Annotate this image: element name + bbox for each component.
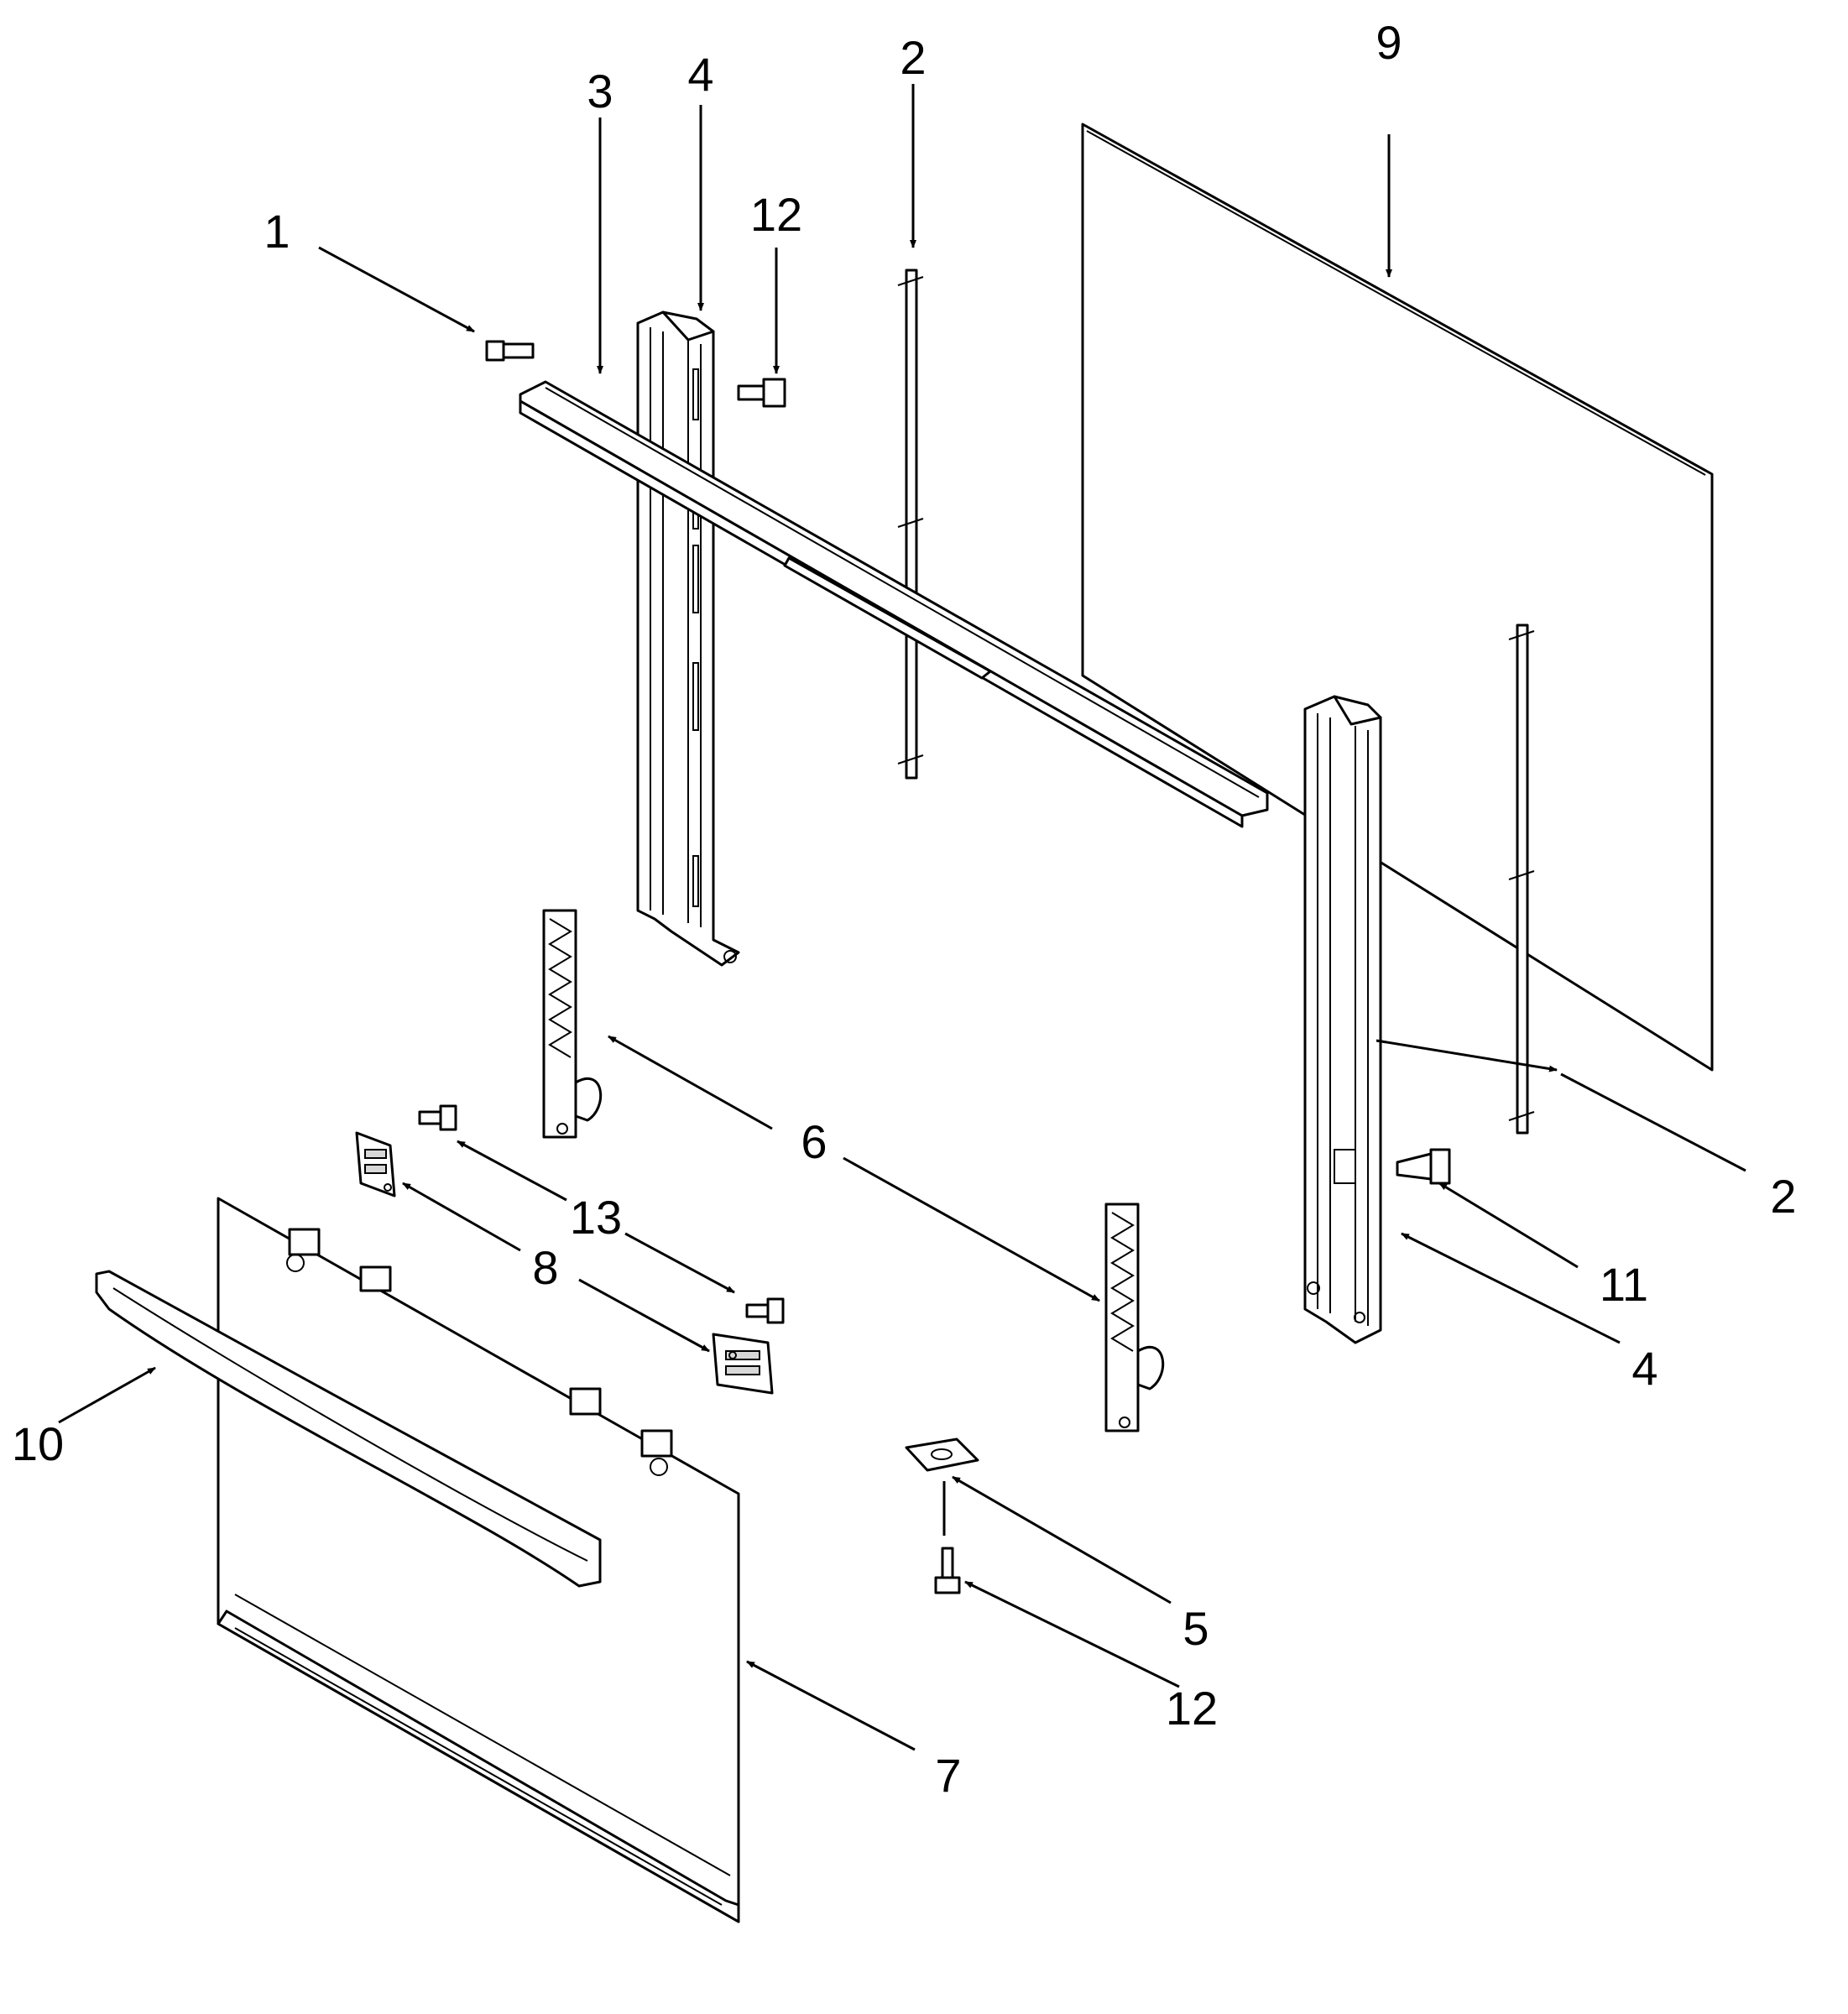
- callout-8: 8: [532, 1241, 558, 1294]
- glass-retainer-strip-upper: [897, 269, 924, 780]
- callout-9: 9: [1376, 16, 1402, 69]
- door-hinge-tab-3: [569, 1387, 602, 1416]
- callout-6: 6: [801, 1115, 827, 1168]
- door-hinge-tab-1: [286, 1228, 321, 1272]
- callout-labels: 1 2 2 3 4 4 5 6 7 8 9 10 11 12 12 13: [12, 16, 1797, 1802]
- leader-lines: [58, 84, 1746, 1751]
- screw-12-upper: [737, 378, 786, 408]
- screw-13-upper: [418, 1104, 457, 1131]
- screw-12-lower: [934, 1547, 961, 1594]
- screw-1: [485, 340, 535, 362]
- screw-13-lower: [745, 1297, 785, 1324]
- door-channel-right: [1303, 695, 1382, 1344]
- hinge-receptacle-right: [712, 1333, 774, 1395]
- door-channel-left: [636, 310, 740, 967]
- callout-4-right: 4: [1631, 1342, 1657, 1395]
- hinge-receptacle-left: [355, 1131, 396, 1197]
- glass-panel-9: [1081, 123, 1714, 1072]
- callout-7: 7: [935, 1749, 961, 1802]
- callout-2-top: 2: [900, 31, 926, 84]
- top-trim-bar-3: [519, 380, 1269, 828]
- callout-10: 10: [12, 1417, 64, 1470]
- callout-1: 1: [264, 205, 290, 258]
- callout-4-top: 4: [687, 48, 713, 101]
- callout-2-right: 2: [1770, 1170, 1796, 1223]
- callout-11: 11: [1600, 1258, 1648, 1311]
- callout-12-bottom: 12: [1166, 1682, 1218, 1735]
- outer-door-panel-7: [217, 1197, 740, 1923]
- callout-13: 13: [570, 1191, 622, 1244]
- callout-3: 3: [587, 65, 613, 117]
- washer-5: [905, 1437, 979, 1536]
- callout-12-top: 12: [750, 188, 802, 241]
- glass-retainer-strip-lower: [1508, 624, 1535, 1135]
- door-handle-10: [95, 1270, 602, 1588]
- door-hinge-tab-2: [359, 1265, 392, 1292]
- door-hinge-tab-4: [640, 1429, 673, 1476]
- screw-11: [1396, 1148, 1451, 1185]
- hinge-right: [1104, 1203, 1165, 1432]
- callout-5: 5: [1182, 1602, 1209, 1655]
- hinge-left: [542, 909, 603, 1139]
